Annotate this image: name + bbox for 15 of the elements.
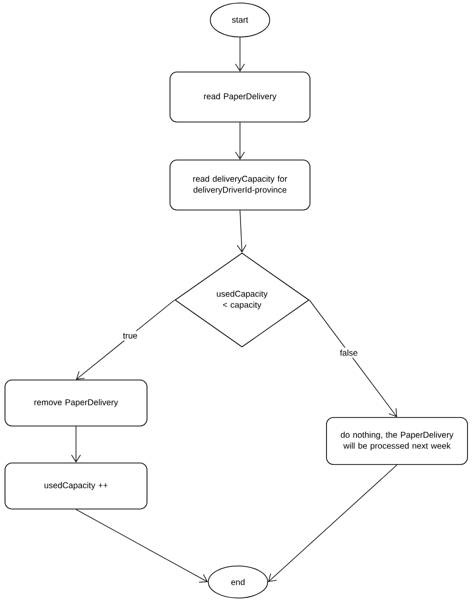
edge-label: true bbox=[120, 331, 140, 341]
process-box: do nothing, the PaperDelivery will be processed next week bbox=[326, 417, 468, 465]
arrow bbox=[268, 464, 398, 582]
process-box: read deliveryCapacity for deliveryDriverId-province bbox=[170, 160, 310, 210]
edge-label: false bbox=[338, 348, 360, 358]
arrow bbox=[76, 509, 208, 583]
arrow bbox=[235, 37, 245, 72]
process-box: usedCapacity ++ bbox=[4, 462, 148, 510]
arrow bbox=[235, 122, 245, 160]
process-box: remove PaperDelivery bbox=[4, 380, 148, 426]
process-box: read PaperDelivery bbox=[170, 72, 310, 122]
arrow bbox=[76, 300, 175, 380]
arrow bbox=[309, 300, 397, 418]
arrow bbox=[236, 210, 246, 253]
arrow bbox=[71, 426, 81, 463]
